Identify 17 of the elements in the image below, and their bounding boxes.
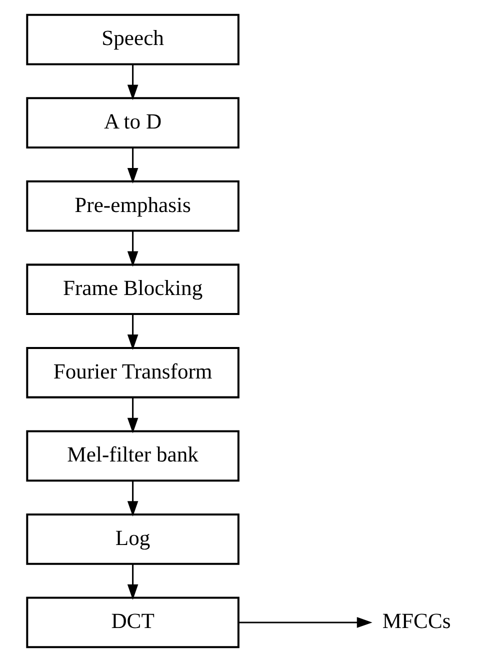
- arrow: [238, 617, 372, 628]
- node-box: A to D: [26, 97, 240, 148]
- arrow: [127, 230, 138, 267]
- node-box: Frame Blocking: [26, 264, 240, 316]
- arrow: [127, 480, 138, 517]
- arrow: [127, 314, 138, 350]
- node-box: Fourier Transform: [26, 346, 240, 398]
- arrow: [127, 564, 138, 600]
- node-text: MFCCs: [382, 609, 451, 634]
- node-box: Mel-filter bank: [26, 430, 240, 482]
- node-box: Speech: [26, 14, 240, 66]
- arrow: [127, 148, 138, 184]
- node-box: DCT: [26, 596, 240, 648]
- arrow: [127, 397, 138, 434]
- arrow: [127, 64, 138, 100]
- node-box: Pre-emphasis: [26, 180, 240, 232]
- node-box: Log: [26, 514, 240, 565]
